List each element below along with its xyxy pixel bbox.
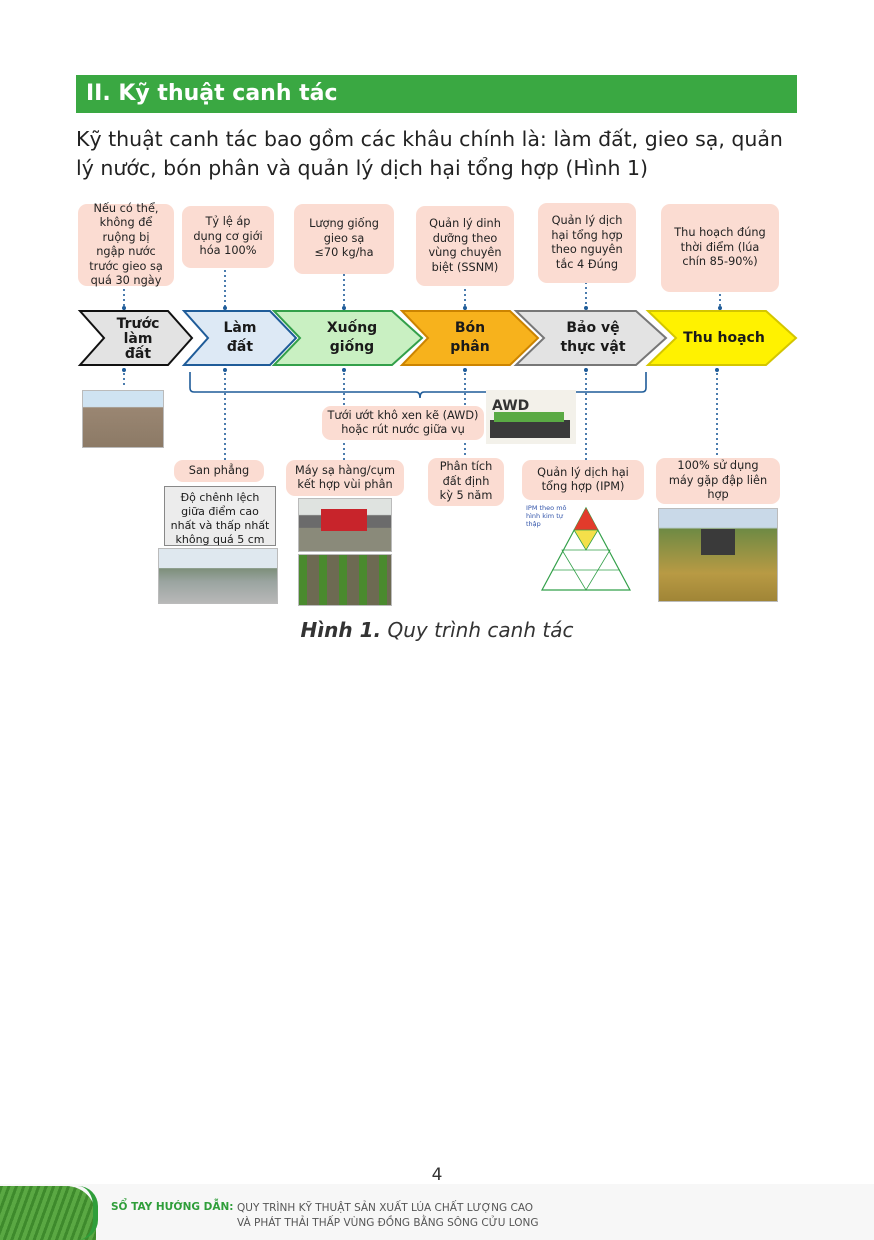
awd-graphic: AWD xyxy=(486,390,576,444)
figure-caption: Hình 1. Quy trình canh tác xyxy=(0,618,874,642)
seedling-photo xyxy=(298,554,392,606)
note-leveling: San phẳng xyxy=(174,460,264,482)
note-4-right: Quản lý dịch hại tổng hợp theo nguyên tắ… xyxy=(538,203,636,283)
step-before-tillage: Trước làm đất xyxy=(116,315,160,362)
page-number: 4 xyxy=(431,1165,443,1185)
awd-badge: AWD xyxy=(492,398,530,414)
footer-line-1: QUY TRÌNH KỸ THUẬT SẢN XUẤT LÚA CHẤT LƯỢ… xyxy=(237,1202,534,1214)
harvester-photo xyxy=(658,508,778,602)
note-mechanization: Tỷ lệ áp dụng cơ giới hóa 100% xyxy=(182,206,274,268)
ipm-title: IPM theo mô hình kim tự thập xyxy=(526,504,567,528)
note-ipm: Quản lý dịch hại tổng hợp (IPM) xyxy=(522,460,644,500)
step-sowing: Xuống giống xyxy=(326,320,378,355)
section-header: II. Kỹ thuật canh tác xyxy=(76,75,797,113)
arrow-harvest xyxy=(645,310,798,366)
footer xyxy=(0,1184,874,1240)
process-arrows xyxy=(77,310,798,366)
note-level-difference: Độ chênh lệch giữa điểm cao nhất và thấp… xyxy=(164,486,276,546)
note-ssnm: Quản lý dinh dưỡng theo vùng chuyên biệt… xyxy=(416,206,514,286)
intro-paragraph: Kỹ thuật canh tác bao gồm các khâu chính… xyxy=(76,127,783,180)
note-soil-analysis: Phân tích đất định kỳ 5 năm xyxy=(428,458,504,506)
note-seed-rate: Lượng giống gieo sạ ≤70 kg/ha xyxy=(294,204,394,274)
process-figure: Nếu có thể, không để ruộng bị ngập nước … xyxy=(76,198,798,618)
ipm-pyramid: IPM theo mô hình kim tự thập xyxy=(526,502,644,598)
caption-label: Hình 1. xyxy=(300,618,382,642)
note-combine: 100% sử dụng máy gặp đập liên hợp xyxy=(656,458,780,504)
note-row-seeder: Máy sạ hàng/cụm kết hợp vùi phân xyxy=(286,460,404,496)
footer-label: SỔ TAY HƯỚNG DẪN: xyxy=(111,1201,234,1213)
seeder-photo xyxy=(298,498,392,552)
step-tillage: Làm đất xyxy=(223,320,257,355)
step-fertilizing: Bón phân xyxy=(450,320,490,355)
arrow-tillage xyxy=(181,310,298,366)
footer-title: QUY TRÌNH KỸ THUẬT SẢN XUẤT LÚA CHẤT LƯỢ… xyxy=(237,1201,538,1231)
footer-line-2: VÀ PHÁT THẢI THẤP VÙNG ĐỒNG BẰNG SÔNG CỬ… xyxy=(237,1217,539,1229)
arrow-before-tillage xyxy=(77,310,194,366)
note-before-tillage: Nếu có thể, không để ruộng bị ngập nước … xyxy=(78,202,174,287)
caption-text: Quy trình canh tác xyxy=(381,618,574,642)
section-title: II. Kỹ thuật canh tác xyxy=(86,81,338,106)
step-plant-protection: Bảo vệ thực vật xyxy=(560,320,626,355)
arrow-fertilizing xyxy=(399,310,540,366)
arrow-sowing xyxy=(271,310,424,366)
leveling-photo xyxy=(158,548,278,604)
step-harvest: Thu hoạch xyxy=(683,329,765,346)
arrow-plant-protection xyxy=(513,310,668,366)
note-awd: Tưới ướt khô xen kẽ (AWD) hoặc rút nước … xyxy=(322,406,484,440)
ipm-pyramid-shape xyxy=(540,506,632,591)
field-photo xyxy=(82,390,164,448)
note-harvest-time: Thu hoạch đúng thời điểm (lúa chín 85-90… xyxy=(661,204,779,292)
footer-green-arc xyxy=(78,1186,98,1240)
